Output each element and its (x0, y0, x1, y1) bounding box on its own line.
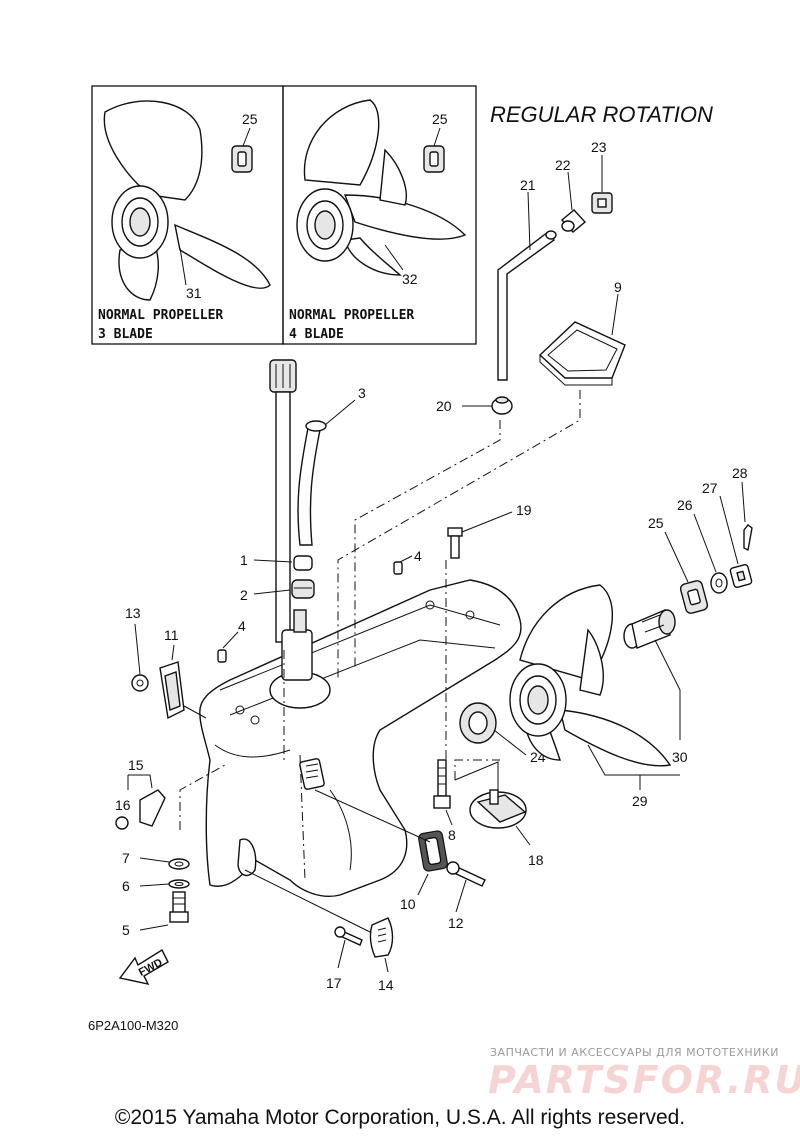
seal-24 (459, 702, 497, 744)
washer-26 (710, 572, 728, 594)
callout-21: 21 (520, 177, 536, 193)
callout-4-left: 4 (238, 618, 246, 634)
callout-16: 16 (115, 797, 131, 813)
callout-8: 8 (448, 827, 456, 843)
callout-19: 19 (516, 502, 532, 518)
holder-23 (591, 192, 613, 214)
callout-1: 1 (240, 552, 248, 568)
callout-32: 32 (402, 271, 418, 287)
callout-17: 17 (326, 975, 342, 991)
water-tube (297, 420, 327, 546)
callout-25-inset-3: 25 (242, 111, 258, 127)
spline-washer-inset-4 (423, 145, 445, 173)
inset-4-blade-line1: NORMAL PROPELLER (289, 308, 414, 323)
water-pipe-21 (497, 230, 557, 381)
lower-case-housing (199, 579, 522, 897)
grommet-1 (293, 555, 313, 571)
callout-18: 18 (528, 852, 544, 868)
propeller-assembly-29 (509, 584, 672, 767)
nut-13 (131, 674, 149, 692)
nut-16 (115, 816, 129, 830)
callout-13: 13 (125, 605, 141, 621)
inset-box-4-blade: 25 32 NORMAL PROPELLER 4 BLADE (282, 85, 477, 345)
callout-2: 2 (240, 587, 248, 603)
grommet-2 (291, 579, 315, 599)
spacer-30 (623, 609, 676, 649)
callout-14: 14 (378, 977, 394, 993)
washer-7 (168, 858, 190, 870)
dowel-pin-right (393, 561, 403, 575)
propeller-3-blade-illustration (103, 100, 271, 301)
inset-3-blade-line2: 3 BLADE (98, 327, 153, 342)
anode-11 (159, 661, 185, 720)
callout-20: 20 (436, 398, 452, 414)
callout-25-main: 25 (648, 515, 664, 531)
rotation-heading: REGULAR ROTATION (490, 102, 713, 127)
callout-28: 28 (732, 465, 748, 481)
callout-9: 9 (614, 279, 622, 295)
grommet-20 (491, 396, 513, 415)
callout-15: 15 (128, 757, 144, 773)
water-strainer-10 (418, 830, 448, 872)
callout-30: 30 (672, 749, 688, 765)
callout-23: 23 (591, 139, 607, 155)
fwd-label: FWD (137, 956, 165, 978)
thrust-washer-25 (679, 580, 709, 614)
propeller-nut-27 (729, 563, 753, 589)
fwd-arrow: FWD (118, 948, 169, 985)
inset-4-blade-line2: 4 BLADE (289, 327, 344, 342)
screw-17 (334, 926, 363, 946)
propeller-4-blade-illustration (296, 99, 467, 276)
callout-6: 6 (122, 878, 130, 894)
inset-3-blade-line1: NORMAL PROPELLER (98, 308, 223, 323)
spline-washer-inset-3 (231, 145, 253, 173)
bolt-5 (169, 891, 189, 923)
cotter-pin-28 (743, 524, 753, 552)
copyright-notice: ©2015 Yamaha Motor Corporation, U.S.A. A… (115, 1106, 685, 1129)
bolt-8 (433, 759, 451, 809)
callout-25-inset-4: 25 (432, 111, 448, 127)
callout-3: 3 (358, 385, 366, 401)
watermark-brand: PARTSFOR.RU (488, 1058, 800, 1102)
collar-22 (560, 209, 587, 233)
callout-26: 26 (677, 497, 693, 513)
callout-10: 10 (400, 896, 416, 912)
callout-4-right: 4 (414, 548, 422, 564)
screw-12 (446, 861, 486, 887)
watermark-tagline: ЗАПЧАСТИ И АКСЕССУАРЫ ДЛЯ МОТОТЕХНИКИ (490, 1046, 779, 1059)
callout-12: 12 (448, 915, 464, 931)
callout-5: 5 (122, 922, 130, 938)
trim-tab-18 (469, 789, 527, 829)
callout-22: 22 (555, 157, 571, 173)
callout-7: 7 (122, 850, 130, 866)
bolt-19 (447, 527, 463, 559)
callout-29: 29 (632, 793, 648, 809)
diagram-code: 6P2A100-M320 (88, 1018, 178, 1033)
inset-box-3-blade: 25 31 NORMAL PROPELLER 3 BLADE (91, 85, 284, 345)
water-strainer-14 (369, 917, 394, 958)
callout-31: 31 (186, 285, 202, 301)
drive-shaft (269, 359, 297, 643)
callout-11: 11 (164, 627, 179, 643)
anode-15 (139, 789, 166, 827)
dowel-pin-left (217, 649, 227, 663)
gasket-9 (538, 321, 626, 386)
callout-27: 27 (702, 480, 718, 496)
washer-6 (168, 879, 190, 889)
